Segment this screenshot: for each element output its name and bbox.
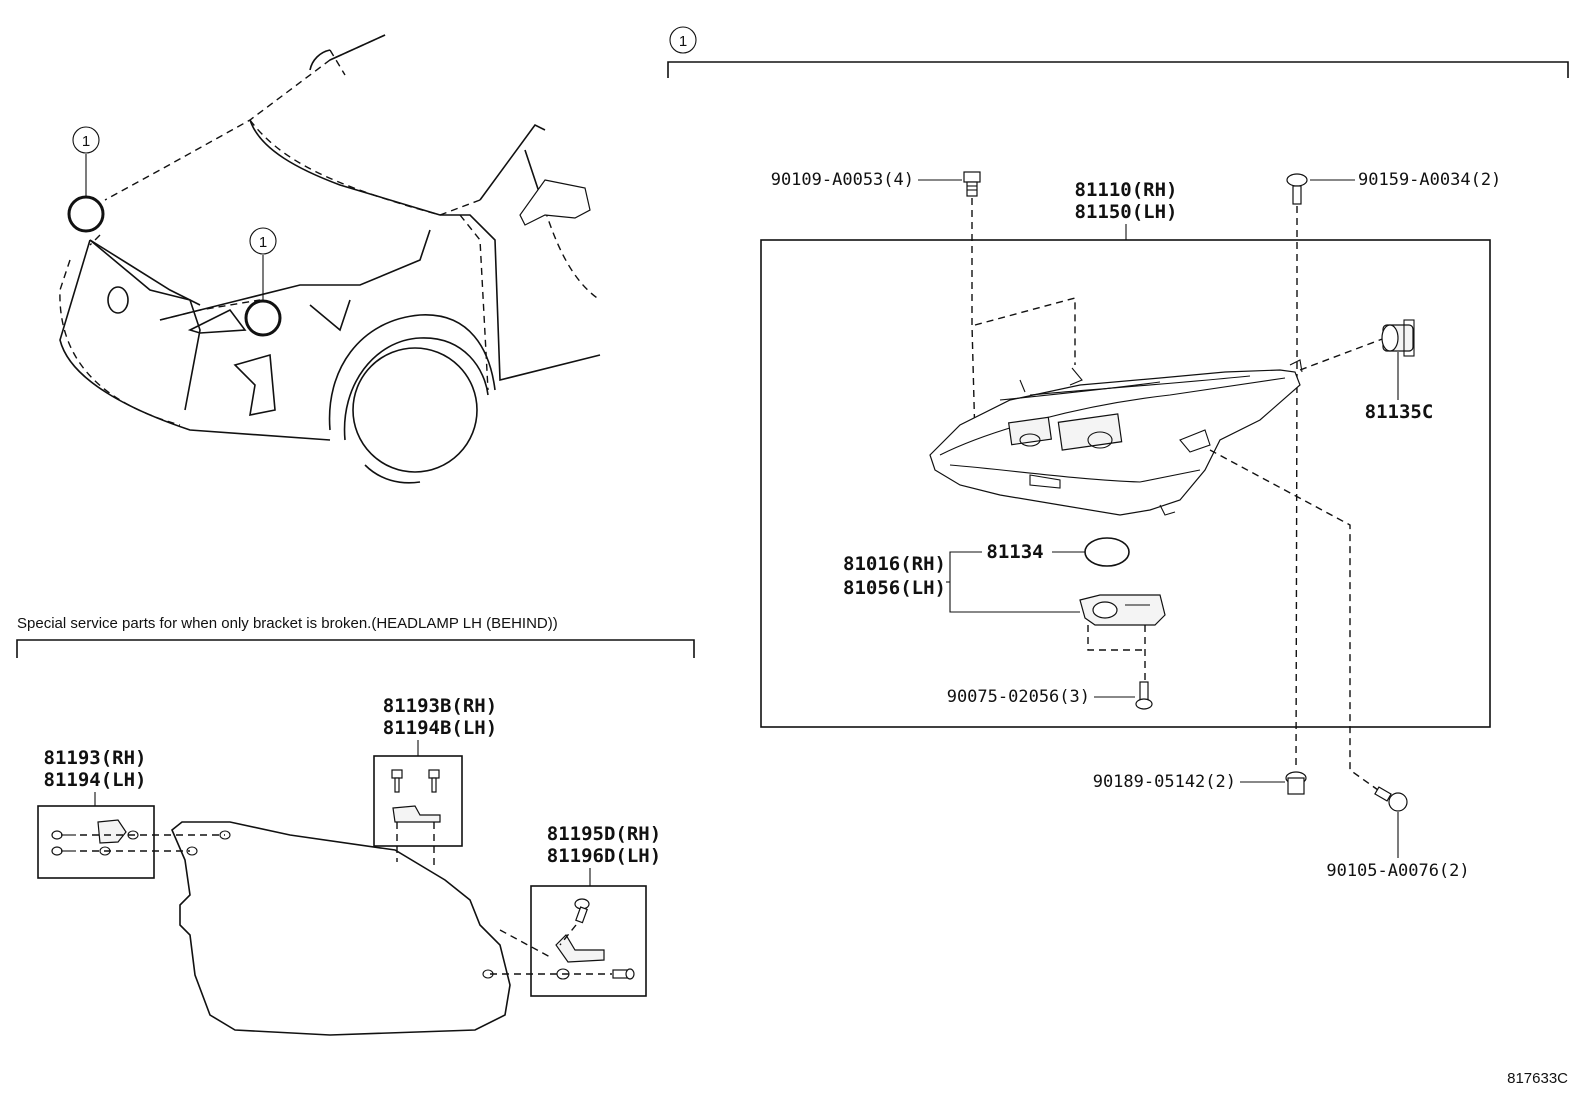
headlamp-housing: [929, 359, 1303, 516]
figure-number: 817633C: [1507, 1070, 1568, 1087]
group-bracket-line: [667, 61, 1569, 78]
gasket-ring: [1084, 537, 1130, 567]
unit-screw: [1135, 681, 1153, 710]
unit-screw-label: 90075-02056(3): [947, 687, 1090, 707]
bracket-section-line: [16, 639, 695, 658]
nut-bottom: [1285, 771, 1307, 795]
kit-b-label-lh: 81194B(LH): [383, 717, 497, 739]
headlamp-position-marker-right: [244, 299, 282, 337]
headlamp-assembly-group: 1 81110(RH) 81150(LH) 90109-A0053(4) 901…: [667, 26, 1569, 881]
headlamp-rear-outline: [171, 821, 511, 1036]
bolt-bottom-right-label: 90105-A0076(2): [1326, 861, 1469, 881]
bulb-socket: [1381, 319, 1415, 357]
kit-a-parts: [51, 819, 139, 856]
callout-number-right: 1: [259, 234, 267, 251]
headlamp-position-marker-left: [67, 195, 105, 233]
nut-bottom-label: 90189-05142(2): [1093, 772, 1236, 792]
bolt-bottom-right: [1374, 786, 1408, 812]
kit-a-label-lh: 81194(LH): [44, 769, 147, 791]
assembly-label-rh: 81110(RH): [1075, 179, 1178, 201]
assembly-label-lh: 81150(LH): [1075, 201, 1178, 223]
callout-number-left: 1: [82, 133, 90, 150]
kit-b-parts: [391, 769, 441, 823]
unit-label-rh: 81016(RH): [843, 553, 946, 575]
bracket-section-caption: Special service parts for when only brac…: [17, 615, 558, 632]
assembly-box: [760, 239, 1491, 728]
kit-b-box: [373, 755, 463, 847]
socket-label: 81135C: [1365, 401, 1434, 423]
kit-d-label-rh: 81195D(RH): [547, 823, 661, 845]
vehicle-overview: 1 1: [59, 34, 601, 484]
kit-d-label-lh: 81196D(LH): [547, 845, 661, 867]
screw-top-right: [1286, 173, 1308, 205]
kit-d-box: [530, 885, 647, 997]
bolt-top-left: [963, 171, 981, 197]
kit-d-parts: [555, 898, 635, 980]
kit-b-label-rh: 81193B(RH): [383, 695, 497, 717]
light-unit: [1079, 594, 1166, 626]
kit-a-box: [37, 805, 155, 879]
unit-label-lh: 81056(LH): [843, 577, 946, 599]
group-marker: 1: [679, 33, 687, 50]
screw-top-right-label: 90159-A0034(2): [1358, 170, 1501, 190]
kit-a-label-rh: 81193(RH): [44, 747, 147, 769]
bolt-top-left-label: 90109-A0053(4): [771, 170, 914, 190]
gasket-label: 81134: [986, 541, 1043, 563]
bracket-repair-section: Special service parts for when only brac…: [16, 615, 695, 1036]
